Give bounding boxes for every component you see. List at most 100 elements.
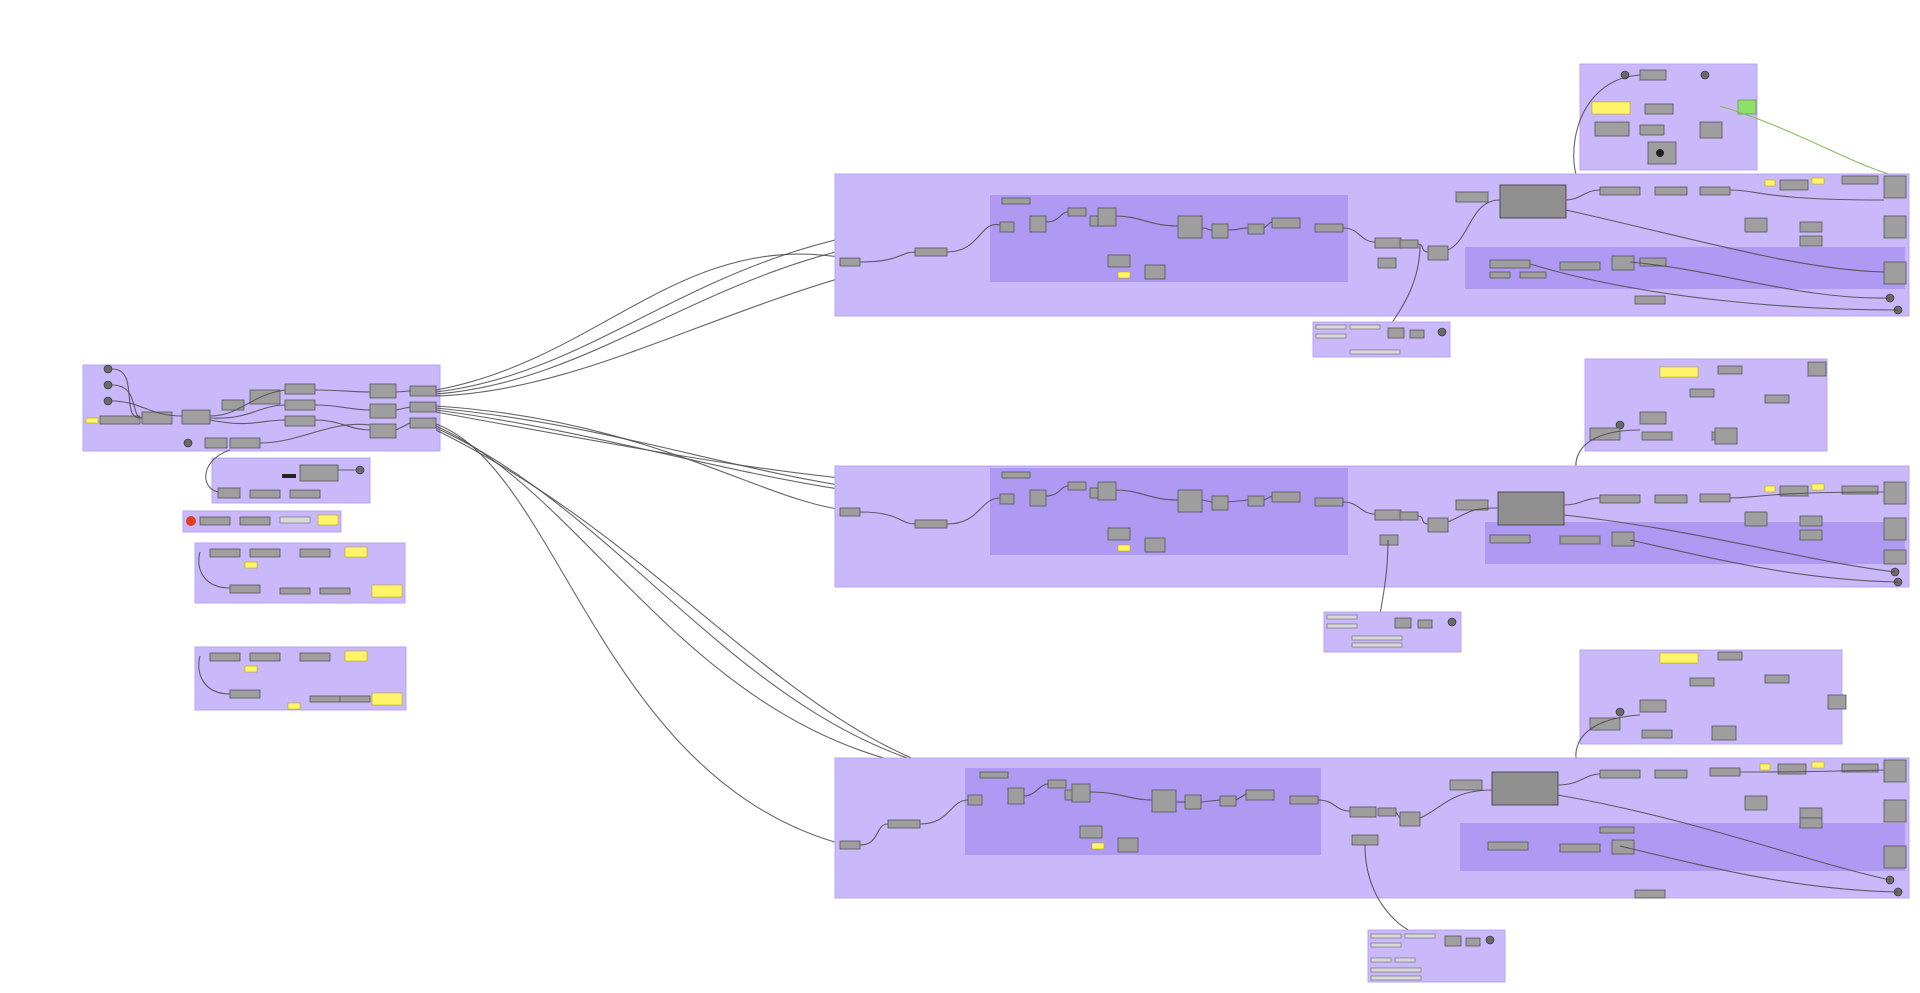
component-node[interactable] [1589,717,1621,731]
number-slider[interactable] [1394,957,1416,963]
component-node[interactable] [1271,491,1301,503]
component-node[interactable] [1247,495,1265,507]
component-node[interactable] [209,652,241,662]
component-node[interactable] [204,437,228,449]
bottom-main-group[interactable] [834,757,1910,936]
number-slider[interactable] [1370,957,1392,963]
component-node[interactable] [1211,223,1229,239]
component-node[interactable] [1067,207,1087,217]
panel-node[interactable] [1117,271,1131,279]
component-node[interactable] [1497,491,1565,526]
component-node[interactable] [1211,495,1229,511]
component-node[interactable] [217,487,241,499]
component-node[interactable] [1079,825,1103,839]
component-node[interactable] [1699,121,1723,139]
component-node[interactable] [1799,817,1823,829]
component-node[interactable] [1559,261,1601,271]
component-node[interactable] [1634,889,1666,899]
component-node[interactable] [1029,489,1047,507]
component-node[interactable] [249,389,281,405]
component-node[interactable] [1709,767,1741,777]
component-node[interactable] [1487,841,1529,851]
component-node[interactable] [1001,471,1031,479]
component-node[interactable] [1007,787,1025,805]
component-node[interactable] [1744,795,1768,811]
component-node[interactable] [1883,759,1907,783]
component-node[interactable] [1594,121,1630,137]
component-node[interactable] [1351,834,1379,846]
component-node[interactable] [1489,259,1531,269]
component-node[interactable] [1611,531,1635,547]
component-node[interactable] [1656,149,1664,157]
number-slider[interactable] [1370,975,1422,981]
param-node[interactable] [103,396,113,406]
param-node[interactable] [1700,70,1710,80]
component-node[interactable] [1841,763,1879,773]
component-node[interactable] [339,695,371,703]
component-node[interactable] [1489,534,1531,544]
component-node[interactable] [1841,175,1879,185]
component-node[interactable] [1639,69,1667,81]
component-node[interactable] [1449,779,1483,791]
component-node[interactable] [1779,485,1809,497]
sub-group-c[interactable] [194,542,406,604]
number-slider[interactable] [279,516,311,524]
component-node[interactable] [887,819,921,829]
component-node[interactable] [1519,271,1547,279]
component-node[interactable] [99,415,141,425]
component-node[interactable] [1827,694,1847,710]
component-node[interactable] [1654,769,1688,779]
component-node[interactable] [1097,481,1117,501]
component-node[interactable] [1799,515,1823,527]
component-node[interactable] [239,516,271,526]
number-slider[interactable] [1404,933,1436,939]
component-node[interactable] [1599,769,1641,779]
component-node[interactable] [284,399,316,411]
component-node[interactable] [1394,617,1412,629]
number-slider[interactable] [1351,635,1403,641]
component-node[interactable] [279,587,311,595]
sub-group-a[interactable] [205,449,371,504]
component-node[interactable] [1399,511,1419,521]
component-node[interactable] [1764,394,1790,404]
param-node[interactable] [103,364,113,374]
number-slider[interactable] [1370,933,1402,939]
panel-node[interactable] [1811,177,1825,185]
component-node[interactable] [229,689,261,699]
component-node[interactable] [1465,937,1481,947]
component-node[interactable] [1799,235,1823,247]
number-slider[interactable] [1370,942,1402,948]
component-node[interactable] [1374,509,1402,521]
top-panel-group[interactable] [1573,63,1906,201]
middle-main-group[interactable] [834,465,1910,616]
component-node[interactable] [249,489,281,499]
component-node[interactable] [1271,217,1301,229]
panel-node[interactable] [85,417,99,424]
sub-group-b[interactable] [182,510,342,533]
component-node[interactable] [1177,489,1203,513]
component-node[interactable] [1489,271,1511,279]
component-node[interactable] [1639,124,1665,136]
component-node[interactable] [1883,799,1907,823]
panel-node[interactable] [1811,761,1825,769]
component-node[interactable] [1499,184,1567,219]
component-node[interactable] [289,489,321,499]
component-node[interactable] [1427,517,1449,533]
component-node[interactable] [1654,494,1688,504]
component-node[interactable] [249,652,281,662]
component-node[interactable] [1639,699,1667,713]
component-node[interactable] [839,257,861,267]
component-node[interactable] [1634,295,1666,305]
component-node[interactable] [221,399,245,411]
component-node[interactable] [249,548,281,558]
component-node[interactable] [299,464,339,482]
component-node[interactable] [1699,186,1731,196]
component-node[interactable] [299,652,331,662]
top-slider-group[interactable] [1312,321,1451,358]
component-node[interactable] [914,247,948,257]
panel-node[interactable] [1764,485,1776,493]
component-node[interactable] [1689,677,1715,687]
component-node[interactable] [1841,485,1879,495]
component-node[interactable] [409,385,437,397]
component-node[interactable] [1029,215,1047,233]
